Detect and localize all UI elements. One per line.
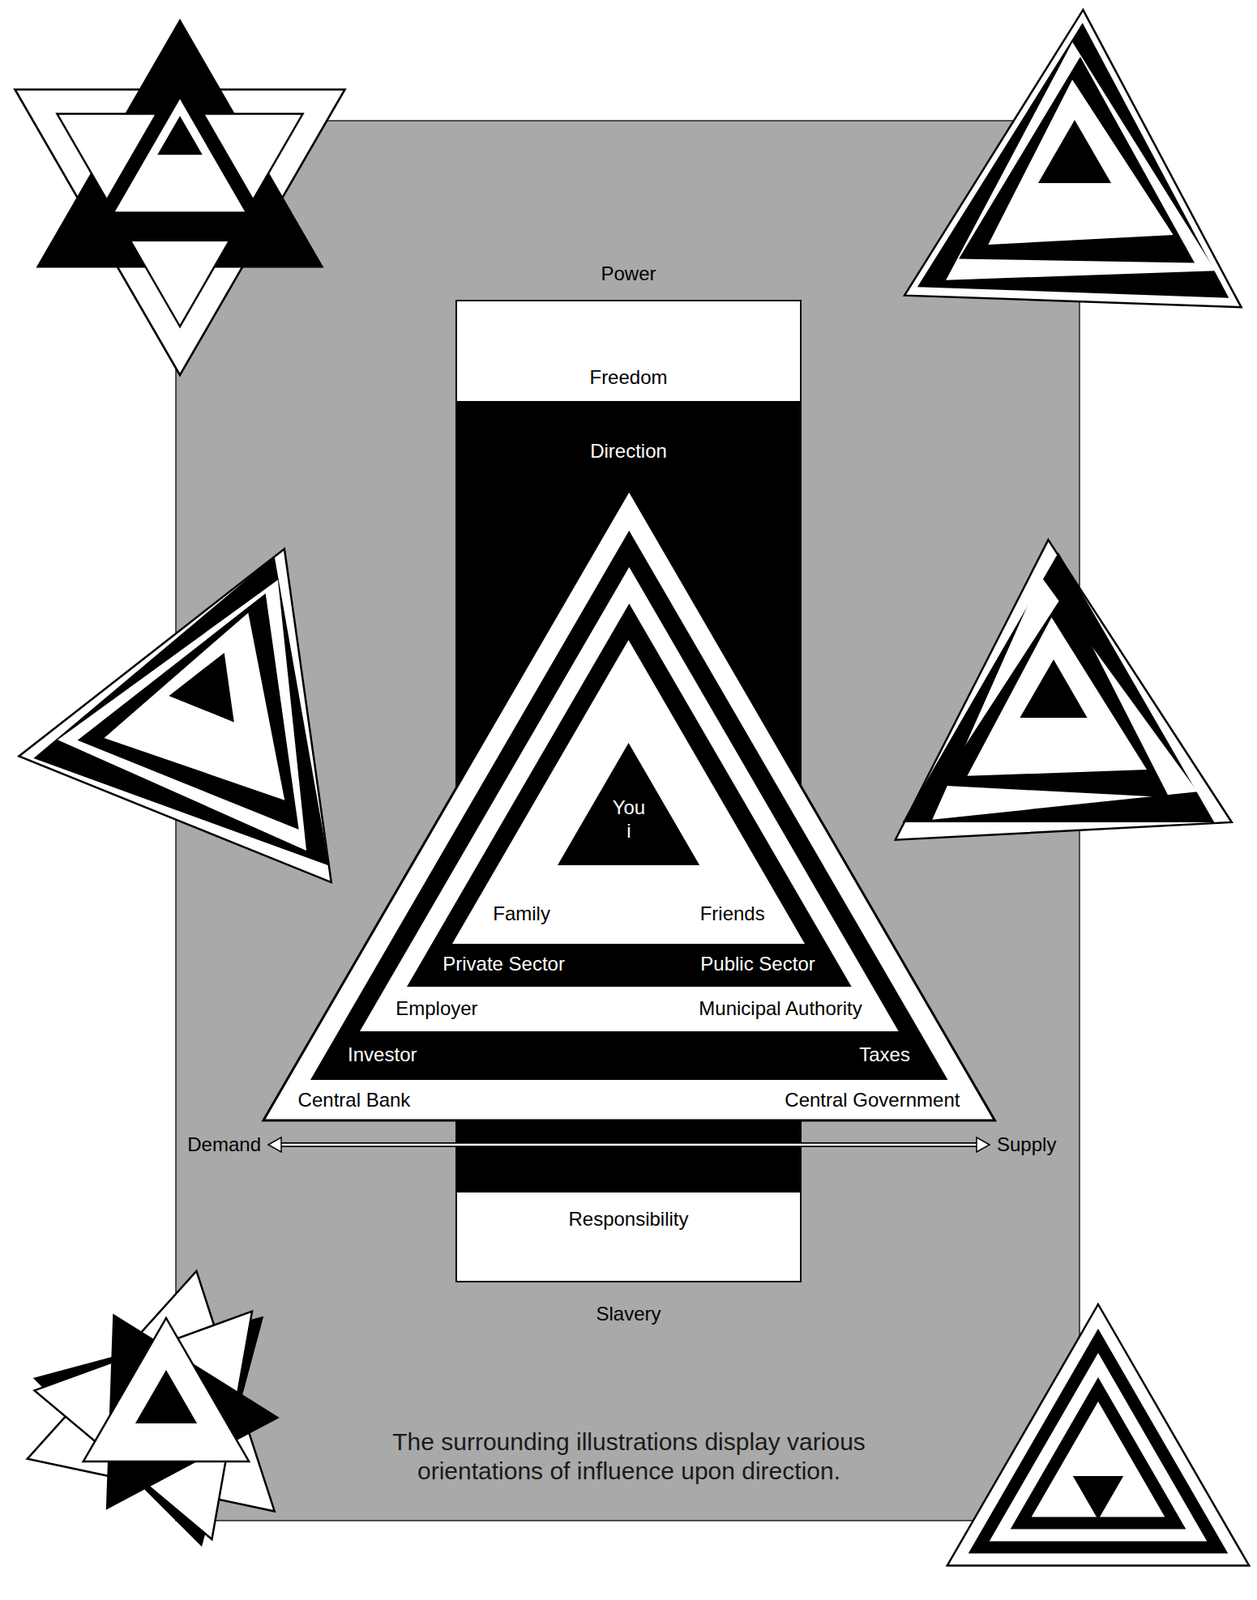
node-label: Public Sector (700, 953, 815, 977)
triangle-shape (135, 1370, 197, 1424)
triangle-outline (452, 640, 805, 945)
triangle-outline (359, 567, 899, 1032)
scattered-triangle-illustration (25, 1232, 348, 1580)
triangle-shape (937, 37, 1215, 280)
node-label: You i (612, 796, 646, 844)
triangle-shape (917, 17, 1239, 298)
node-label: Central Government (784, 1089, 960, 1113)
triangle-shape (81, 71, 278, 242)
triangle-shape (34, 1312, 321, 1580)
triangle-shape (157, 115, 202, 155)
triangle-shape (958, 54, 1198, 263)
nested-triangle-illustration (904, 4, 1252, 308)
axis-label: Supply (996, 1133, 1057, 1158)
column: PowerSlaveryFreedomDirectionCentral Bank… (457, 301, 800, 1282)
triangle-shape (1010, 1377, 1187, 1531)
you-triangle: You i (557, 743, 700, 866)
rotated-triangle-illustration (18, 486, 441, 884)
arrow-head (976, 1137, 990, 1153)
node-label: Freedom (589, 366, 667, 390)
arrow-shaft (278, 1144, 980, 1147)
triangle-shape (25, 1267, 280, 1510)
triangle-shape (113, 97, 248, 214)
arrow-shaft (277, 1142, 981, 1148)
triangle-shape (83, 1318, 249, 1463)
node-label: Municipal Authority (698, 997, 862, 1022)
axis-label: Demand (187, 1133, 261, 1158)
node-label: Friends (700, 902, 766, 927)
node-label: Investor (347, 1043, 417, 1068)
triangle-shape (902, 552, 1215, 823)
triangle-outline (406, 603, 852, 988)
triangle-shape (979, 74, 1174, 245)
triangle-band: Private Sector Public Sector Family Friends… (406, 603, 852, 988)
hexagram-illustration (14, 18, 345, 376)
inverted-core-illustration (947, 1304, 1249, 1567)
node-label: Taxes (859, 1043, 911, 1068)
triangle-outline (310, 530, 948, 1081)
triangle-outline (263, 490, 995, 1121)
node-label: Employer (395, 997, 478, 1022)
triangle-shape (947, 1304, 1249, 1567)
triangle-outline (557, 743, 700, 866)
triangle-shape (908, 562, 1198, 821)
freedom-band: Freedom (457, 301, 800, 402)
triangle-shape (104, 581, 339, 801)
triangle-shape (939, 586, 1181, 799)
node-label: Responsibility (568, 1208, 689, 1232)
responsibility-band: Responsibility (457, 1192, 800, 1282)
arrow-head (268, 1137, 282, 1153)
node-label: Slavery (595, 1303, 661, 1327)
triangle-shape (33, 502, 422, 866)
triangle-shape (1038, 119, 1112, 184)
triangle-shape (1019, 659, 1087, 719)
triangle-shape (77, 548, 377, 830)
caption: The surrounding illustrations display va… (312, 1428, 945, 1487)
node-label: Family (492, 902, 551, 927)
demand-supply-arrow (268, 1137, 990, 1153)
triangle-band: Investor Taxes Employer Municipal Authority… (310, 530, 948, 1081)
triangle-band: Employer Municipal Authority Private Secto… (359, 567, 899, 1032)
node-label: Power (600, 262, 656, 287)
triangle-shape (57, 524, 402, 851)
triangle-shape (880, 530, 1232, 840)
triangle-shape (961, 614, 1147, 777)
triangle-band: Family Friends You i (452, 640, 805, 945)
broken-triangle-illustration (880, 530, 1232, 840)
node-label: Direction (590, 440, 667, 464)
triangle-shape (18, 486, 441, 884)
triangle-shape (968, 1329, 1228, 1555)
direction-band: DirectionCentral BankCentral GovernmentI… (457, 401, 800, 1193)
triangle-shape (1073, 1476, 1124, 1521)
triangle-shape (904, 4, 1252, 308)
triangle-band: Central Bank Central Government Investor Ta… (263, 490, 995, 1121)
node-label: Private Sector (442, 953, 565, 977)
triangle-shape (989, 1353, 1207, 1543)
node-label: Central Bank (298, 1089, 411, 1113)
triangle-shape (168, 639, 257, 723)
